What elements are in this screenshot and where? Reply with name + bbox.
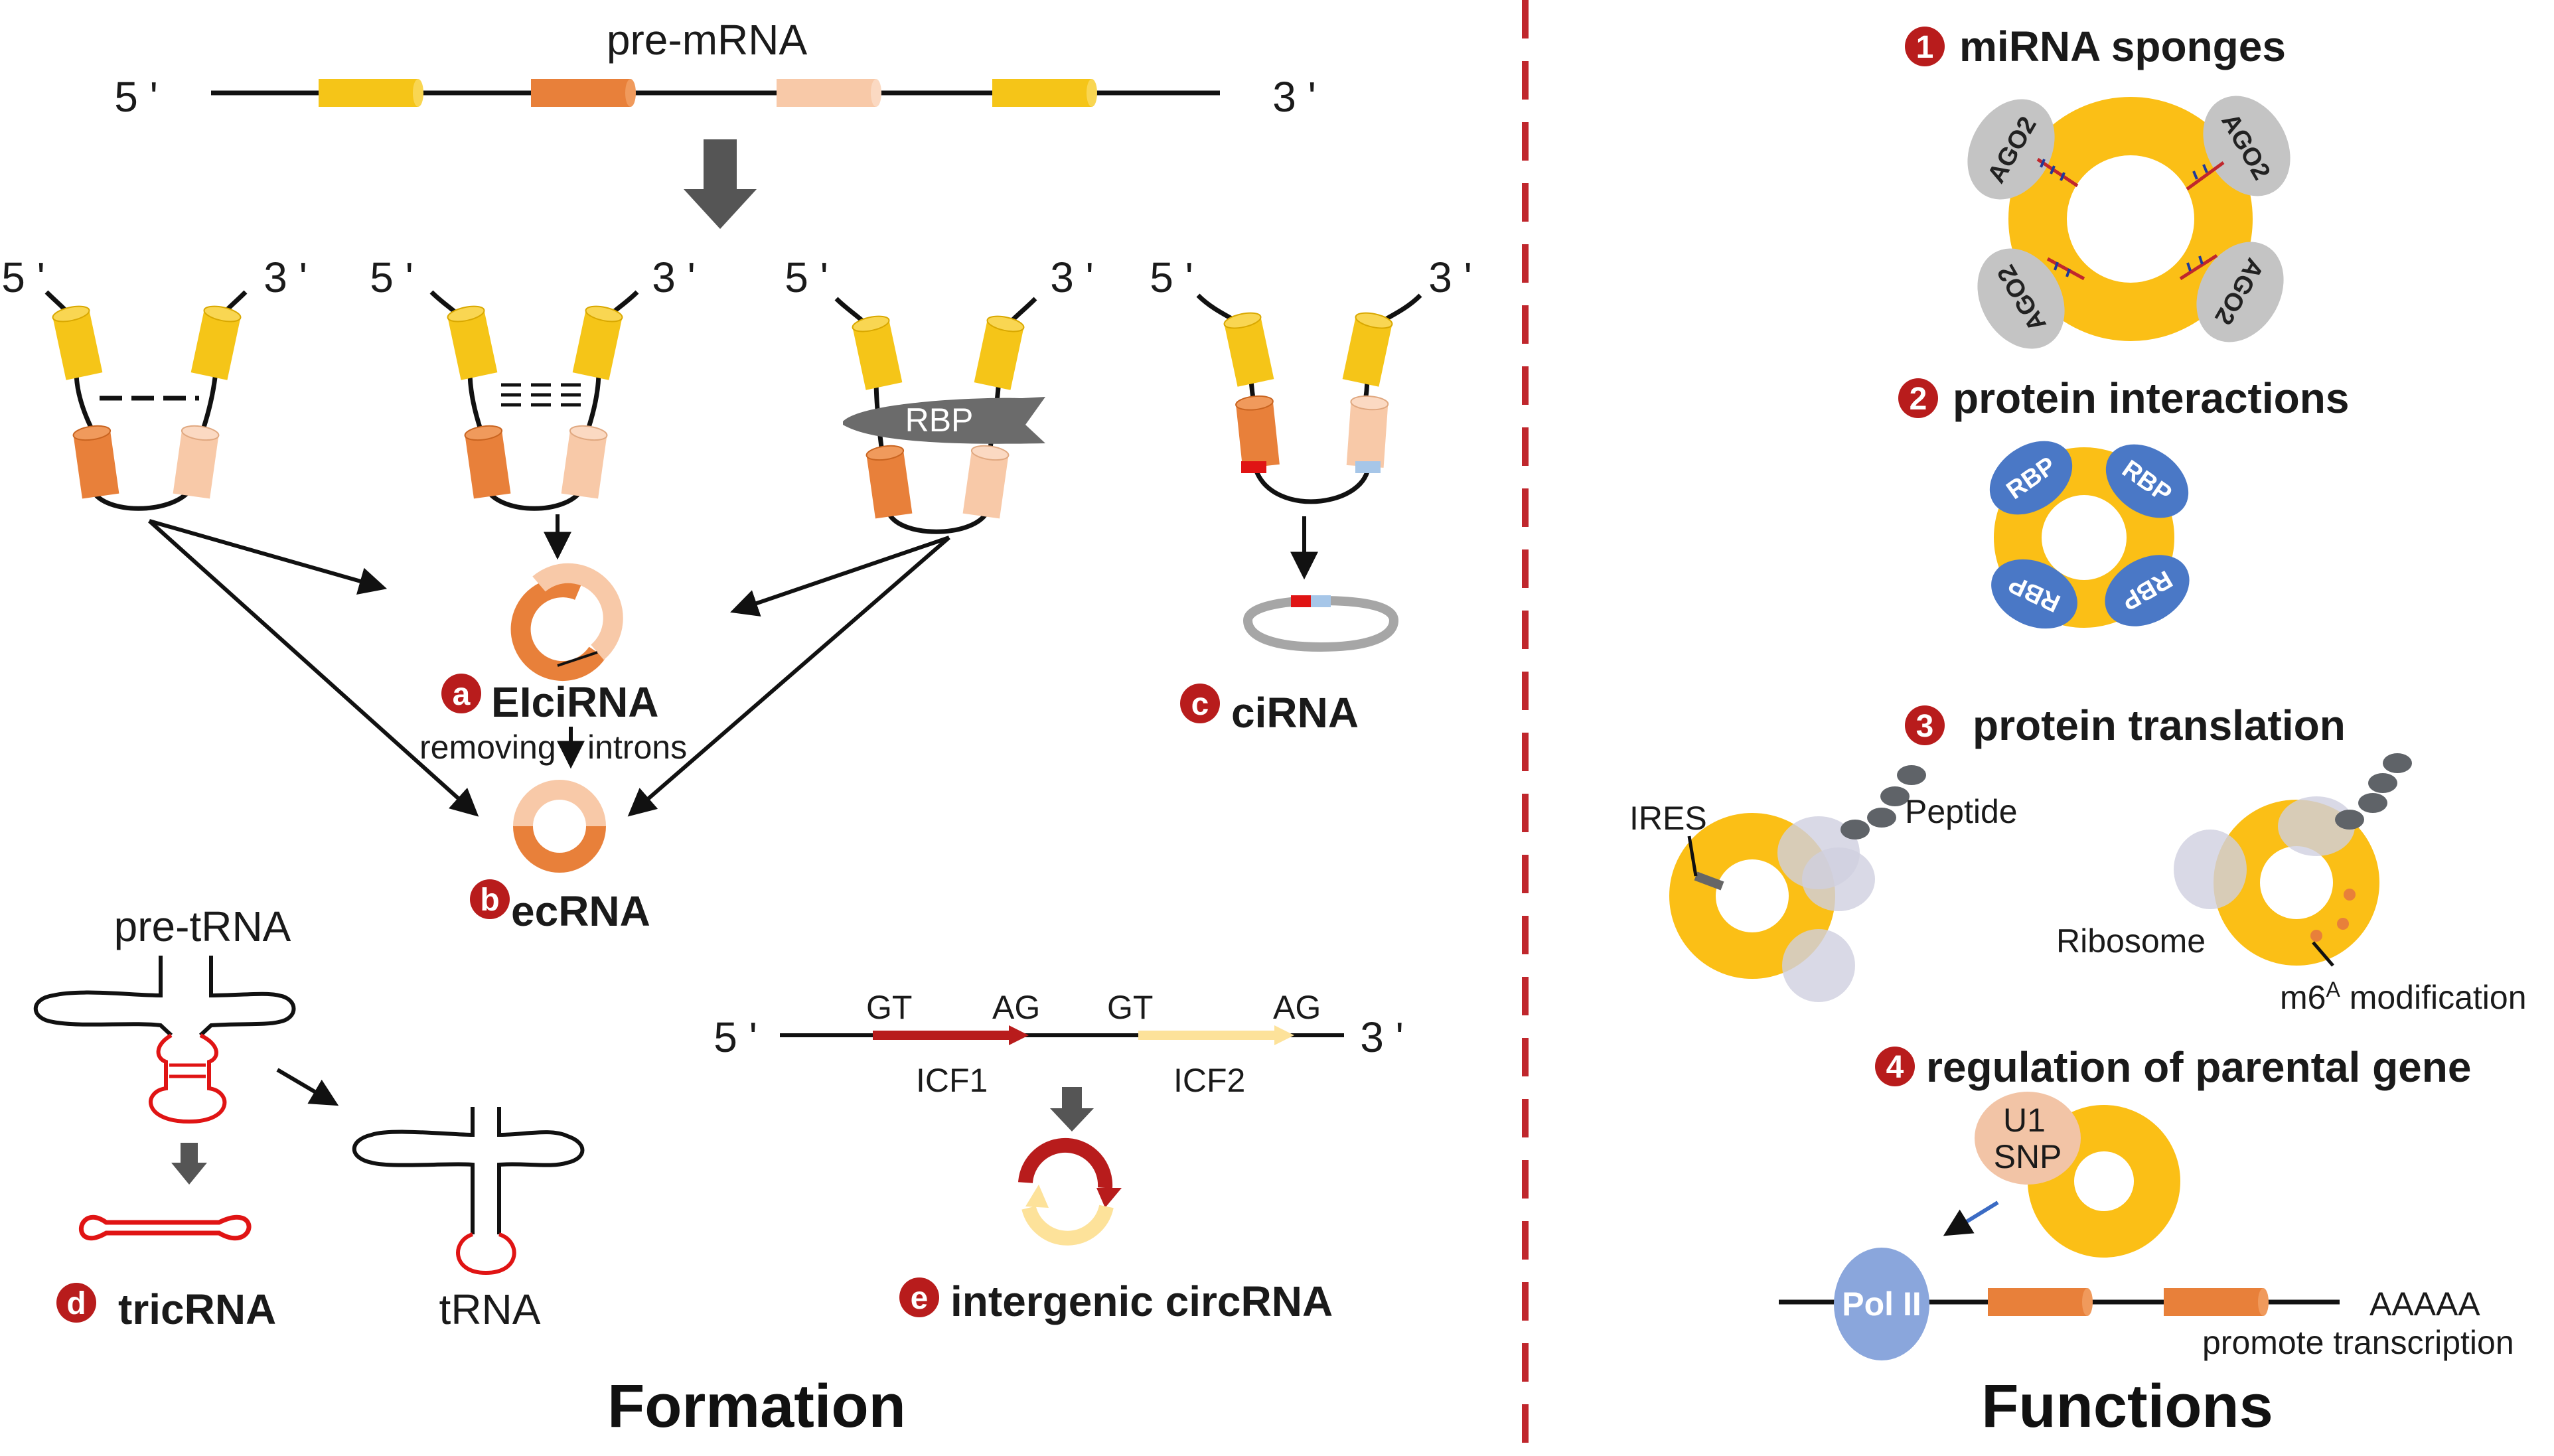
badge-4: 4 [1886, 1050, 1904, 1085]
badge-a: a [453, 677, 471, 712]
function-2-heading: 2 protein interactions [1898, 374, 2349, 422]
f4-label: regulation of parental gene [1926, 1043, 2471, 1091]
ecrna-label-group: b ecRNA [470, 879, 650, 935]
snp-label: SNP [1994, 1138, 2062, 1175]
three-prime-label: 3 ' [263, 254, 307, 301]
removing-label: removing [419, 729, 556, 766]
cirna-label: ciRNA [1231, 689, 1359, 737]
mirna-sponge-figure: AGO2 AGO2 AGO2 AGO2 [1967, 96, 2291, 349]
intergenic-label-group: e intergenic circRNA [899, 1277, 1333, 1325]
tricrna-shape [78, 1214, 252, 1241]
functions-title: Functions [1981, 1372, 2273, 1440]
eicirna-label-group: a EIciRNA removing introns [419, 674, 687, 766]
intergenic-strand: 5 ' 3 ' GT AG GT AG ICF1 ICF2 [714, 989, 1404, 1099]
badge-2: 2 [1910, 382, 1927, 417]
regulation-figure: U1 SNP Pol II AAAAA promote transcriptio… [1779, 1092, 2514, 1361]
five-prime-label: 5 ' [1150, 254, 1193, 301]
gt-label: GT [866, 989, 912, 1026]
five-prime-label: 5 ' [370, 254, 413, 301]
three-prime-label: 3 ' [1272, 73, 1316, 121]
five-prime-label: 5 ' [714, 1013, 757, 1061]
three-prime-label: 3 ' [1360, 1013, 1404, 1061]
icf1-label: ICF1 [916, 1062, 988, 1099]
trna-down-arrow-icon [171, 1143, 207, 1185]
exon-yellow [319, 79, 423, 107]
badge-1: 1 [1916, 30, 1934, 65]
badge-d: d [66, 1286, 86, 1321]
pre-mrna-strand: pre-mRNA 5 ' 3 ' [114, 16, 1316, 121]
exon-peach [777, 79, 881, 107]
m6a-label: m6A modification [2280, 978, 2527, 1016]
down-arrow-icon [684, 139, 757, 229]
exon-yellow-2 [992, 79, 1097, 107]
ag-label-2: AG [1273, 989, 1321, 1026]
hairpin-1: 5 ' 3 ' [1, 254, 307, 511]
intergenic-down-arrow-icon [1050, 1087, 1094, 1131]
badge-e: e [911, 1281, 929, 1316]
translation-m6a-figure: Ribosome m6A modification [2056, 753, 2527, 1016]
hairpin-4: 5 ' 3 ' [1150, 254, 1472, 504]
three-prime-label: 3 ' [1428, 254, 1472, 301]
tricrna-label: tricRNA [118, 1285, 276, 1333]
introns-label: introns [587, 729, 687, 766]
translation-ires-figure: IRES Peptide [1629, 765, 2018, 1002]
hairpin-2: 5 ' 3 ' [370, 254, 696, 511]
ecrna-ring [513, 780, 606, 873]
u1-label: U1 [2003, 1102, 2046, 1139]
intergenic-circ [1018, 1137, 1122, 1246]
exon-orange [531, 79, 636, 107]
promote-label: promote transcription [2202, 1324, 2514, 1361]
rbp-label: RBP [905, 401, 974, 439]
badge-c: c [1191, 687, 1209, 722]
trna-label: tRNA [439, 1285, 541, 1333]
gt-label-2: GT [1107, 989, 1153, 1026]
f1-label: miRNA sponges [1959, 23, 2286, 70]
icf2-label: ICF2 [1173, 1062, 1245, 1099]
hairpin-3: 5 ' 3 ' RBP [785, 254, 1094, 534]
pre-trna: pre-tRNA [33, 903, 296, 1124]
rbp-wedge [843, 397, 1045, 444]
f2-label: protein interactions [1953, 374, 2349, 422]
functions-panel: 1 miRNA sponges AGO2 AGO2 AGO2 AGO2 [1629, 23, 2527, 1440]
function-1-heading: 1 miRNA sponges [1905, 23, 2286, 70]
ribosome-label: Ribosome [2056, 922, 2206, 960]
pol2-label: Pol II [1842, 1285, 1921, 1323]
badge-3: 3 [1916, 709, 1934, 744]
five-prime-label: 5 ' [785, 254, 828, 301]
eicirna-ring [510, 563, 623, 682]
trna: tRNA [352, 1107, 585, 1333]
badge-b: b [480, 883, 499, 918]
ires-label: IRES [1629, 800, 1707, 837]
peptide-label: Peptide [1905, 793, 2018, 830]
three-prime-label: 3 ' [652, 254, 696, 301]
three-prime-label: 3 ' [1050, 254, 1094, 301]
five-prime-label: 5 ' [114, 73, 158, 121]
cirna-loop [1242, 595, 1399, 652]
tricrna-label-group: d tricRNA [56, 1283, 276, 1333]
f3-label: protein translation [1973, 701, 2346, 749]
pre-trna-label: pre-tRNA [114, 903, 291, 950]
five-prime-label: 5 ' [1, 254, 45, 301]
pre-mrna-label: pre-mRNA [607, 16, 808, 64]
function-3-heading: 3 protein translation [1905, 701, 2346, 749]
aaaaa-label: AAAAA [2369, 1285, 2480, 1323]
protein-interaction-figure: RBP RBP RBP RBP [1989, 441, 2190, 629]
function-4-heading: 4 regulation of parental gene [1875, 1043, 2471, 1091]
cirna-label-group: c ciRNA [1180, 684, 1359, 737]
formation-panel: pre-mRNA 5 ' 3 ' 5 ' 3 ' [1, 16, 1472, 1440]
ag-label: AG [992, 989, 1040, 1026]
eicirna-label: EIciRNA [491, 678, 659, 726]
formation-arrows [147, 514, 1318, 1106]
intergenic-label: intergenic circRNA [950, 1277, 1333, 1325]
formation-title: Formation [607, 1372, 906, 1440]
ecrna-label: ecRNA [511, 887, 650, 935]
